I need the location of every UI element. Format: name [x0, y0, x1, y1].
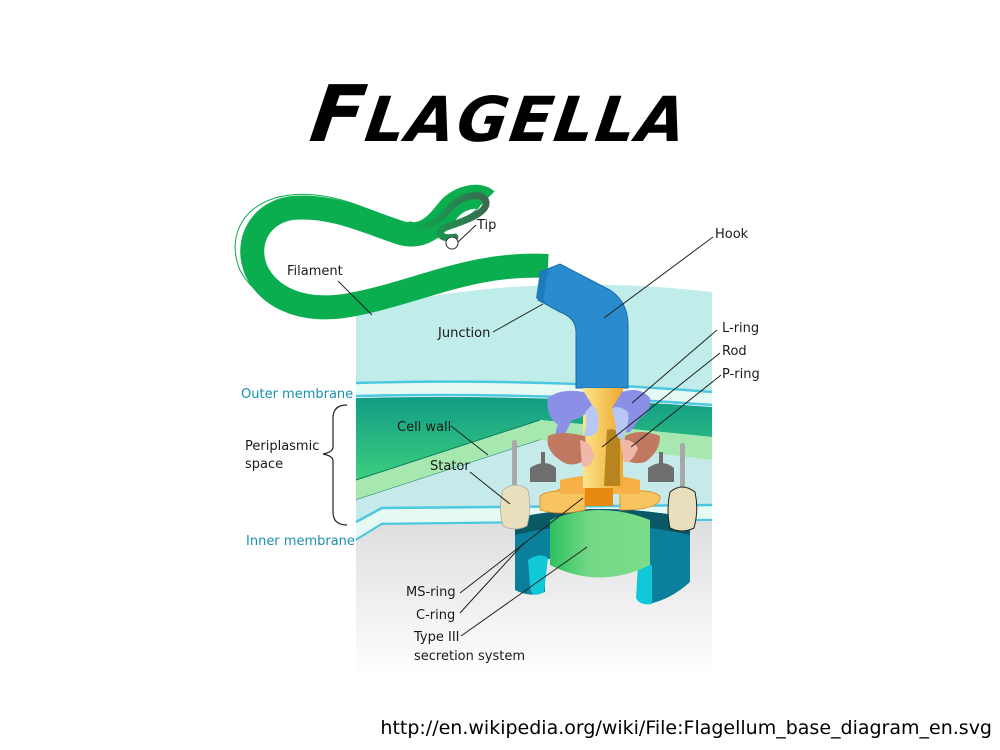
label-type-iii-line1: Type III: [413, 630, 460, 645]
label-periplasmic-line1: Periplasmic: [245, 439, 319, 454]
stator-anchors: [530, 452, 674, 482]
label-filament: Filament: [287, 264, 343, 279]
source-url[interactable]: http://en.wikipedia.org/wiki/File:Flagel…: [380, 717, 992, 739]
label-type-iii-line2: secretion system: [414, 649, 525, 664]
stator-right: [667, 443, 698, 532]
label-outer-membrane: Outer membrane: [241, 387, 353, 402]
periplasmic-brace: [322, 404, 348, 526]
l-ring: [547, 390, 651, 440]
label-l-ring: L-ring: [722, 321, 759, 336]
label-inner-membrane: Inner membrane: [246, 534, 355, 549]
label-rod: Rod: [722, 344, 747, 359]
label-p-ring: P-ring: [722, 367, 760, 382]
type-iii-secretion-system: [550, 510, 650, 578]
hook: [536, 263, 629, 389]
label-periplasmic-line2: space: [245, 457, 283, 472]
label-c-ring: C-ring: [416, 608, 455, 623]
label-ms-ring: MS-ring: [406, 585, 456, 600]
p-ring: [547, 432, 660, 467]
label-hook: Hook: [715, 227, 749, 242]
label-junction: Junction: [437, 326, 490, 341]
label-stator: Stator: [430, 459, 470, 474]
tip-cap: [445, 236, 459, 250]
leader-lines: [337, 224, 722, 637]
label-cell-wall: Cell wall: [397, 420, 451, 435]
stator-left: [500, 440, 531, 530]
label-tip: Tip: [476, 218, 496, 233]
filament: [234, 184, 549, 320]
